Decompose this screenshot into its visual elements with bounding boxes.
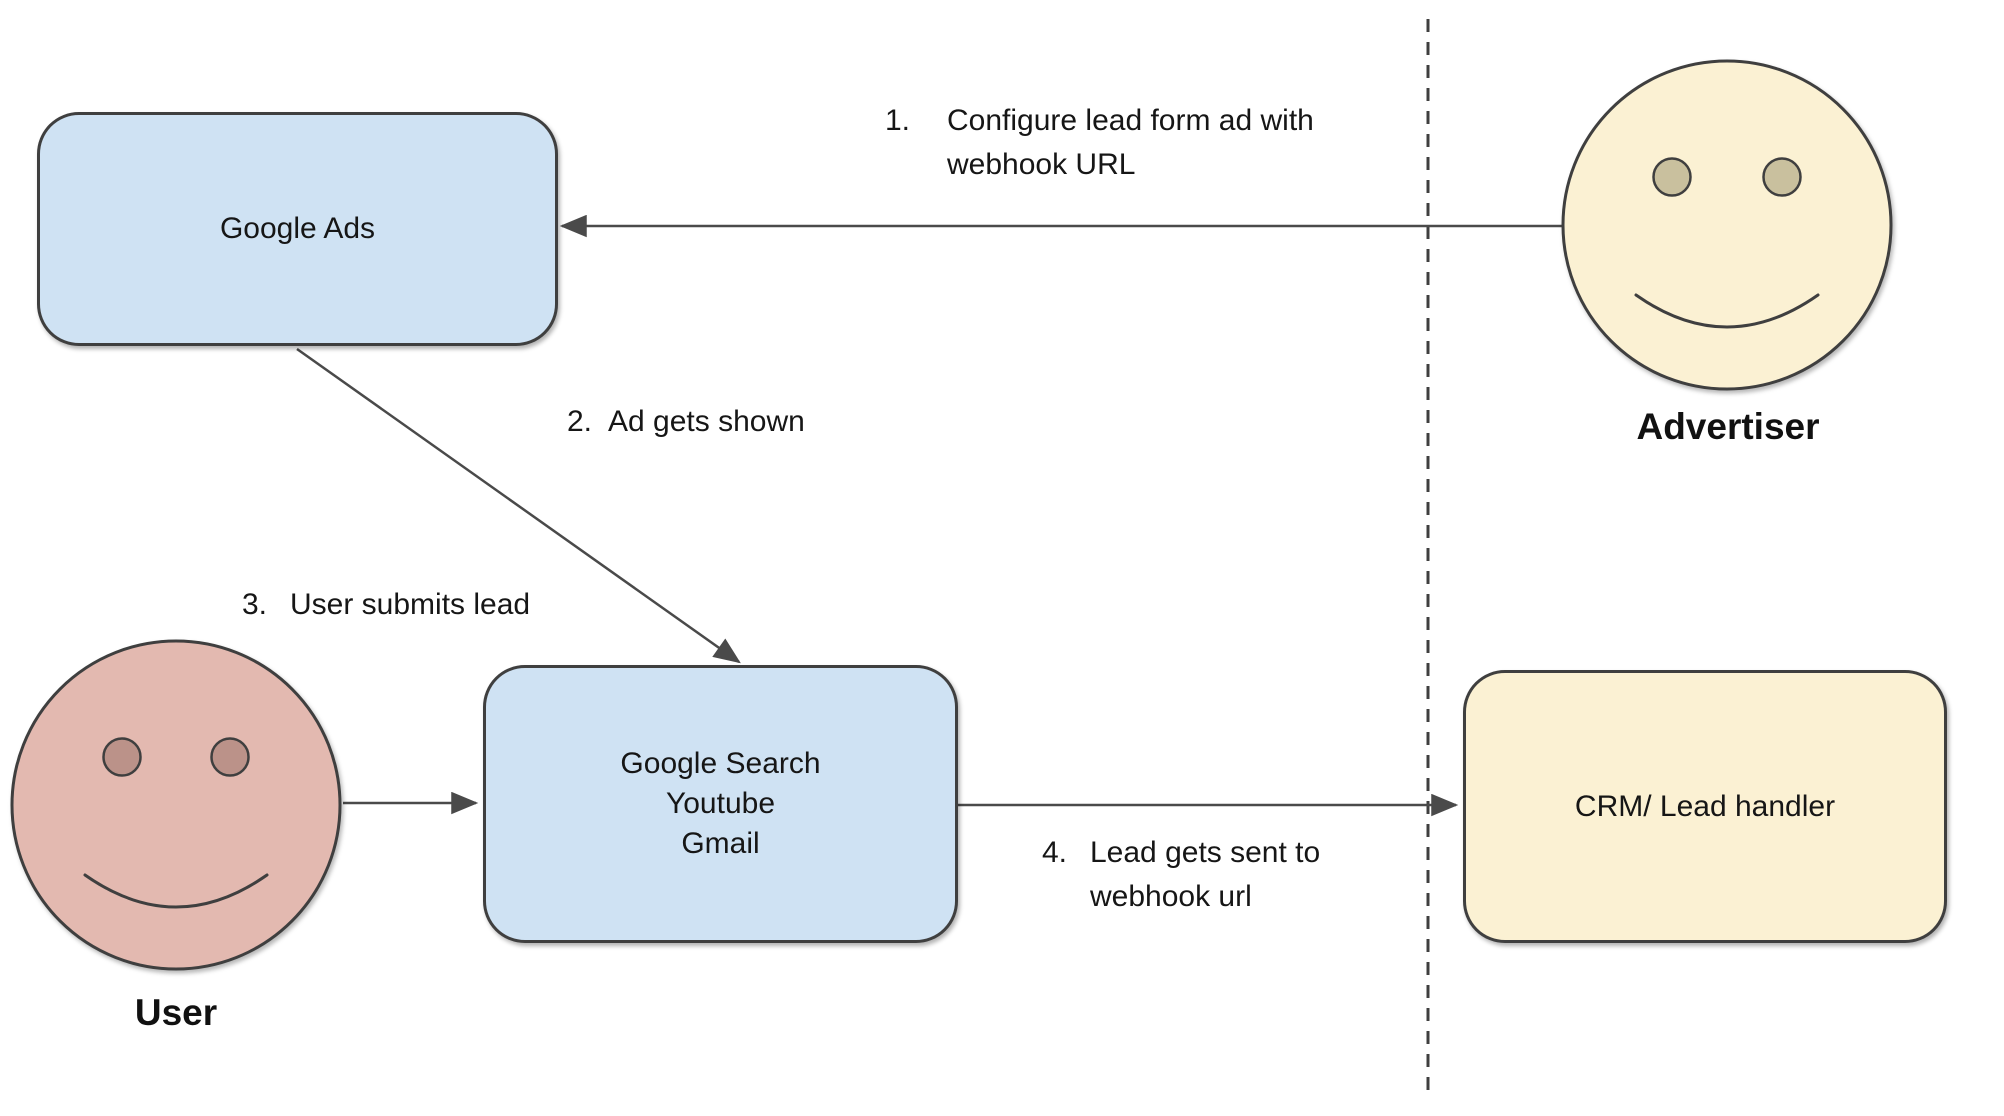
user-face [10,639,342,971]
step-4-line-2: webhook url [1090,880,1252,913]
step-1-text: Configure lead form ad with webhook URL [947,99,1314,187]
google-properties-line-2: Youtube [665,787,775,820]
user-left-eye-icon [102,737,142,777]
advertiser-label: Advertiser [1636,406,1820,447]
google-properties-line-1: Google Search [620,747,821,780]
step-4-text: Lead gets sent to webhook url [1090,831,1320,919]
node-google-properties: Google Search Youtube Gmail [483,665,958,943]
user-smile-icon [83,873,269,909]
step-3-text: User submits lead [290,588,531,621]
node-crm-lead-handler: CRM/ Lead handler [1463,670,1947,943]
step-1-line-1: Configure lead form ad with [947,104,1314,137]
node-google-ads-label: Google Ads [219,212,376,245]
step-2-annotation: 2. Ad gets shown [567,400,805,444]
node-google-ads: Google Ads [37,112,558,346]
user-label: User [134,992,218,1033]
step-2-text: Ad gets shown [608,405,805,438]
step-2-number: 2. [567,405,593,438]
step-4-line-1: Lead gets sent to [1090,836,1321,869]
node-google-properties-label: Google Search Youtube Gmail [620,744,820,864]
arrow-ad-gets-shown [296,347,741,664]
user-face-icon [10,639,342,971]
step-1-number: 1. [885,104,911,137]
advertiser-face-icon [1561,59,1893,391]
advertiser-right-eye-icon [1762,157,1802,197]
node-crm-label: CRM/ Lead handler [1574,789,1836,823]
advertiser-smile-icon [1634,293,1820,329]
advertiser-left-eye-icon [1652,157,1692,197]
step-1-annotation: 1. Configure lead form ad with webhook U… [885,99,1314,187]
step-3-annotation: 3. User submits lead [242,583,530,627]
step-4-annotation: 4. Lead gets sent to webhook url [1042,831,1320,919]
google-properties-line-3: Gmail [681,827,760,860]
step-1-line-2: webhook URL [947,148,1136,181]
advertiser-face [1561,59,1893,391]
step-4-number: 4. [1042,836,1068,869]
user-right-eye-icon [210,737,250,777]
step-3-number: 3. [242,588,268,621]
